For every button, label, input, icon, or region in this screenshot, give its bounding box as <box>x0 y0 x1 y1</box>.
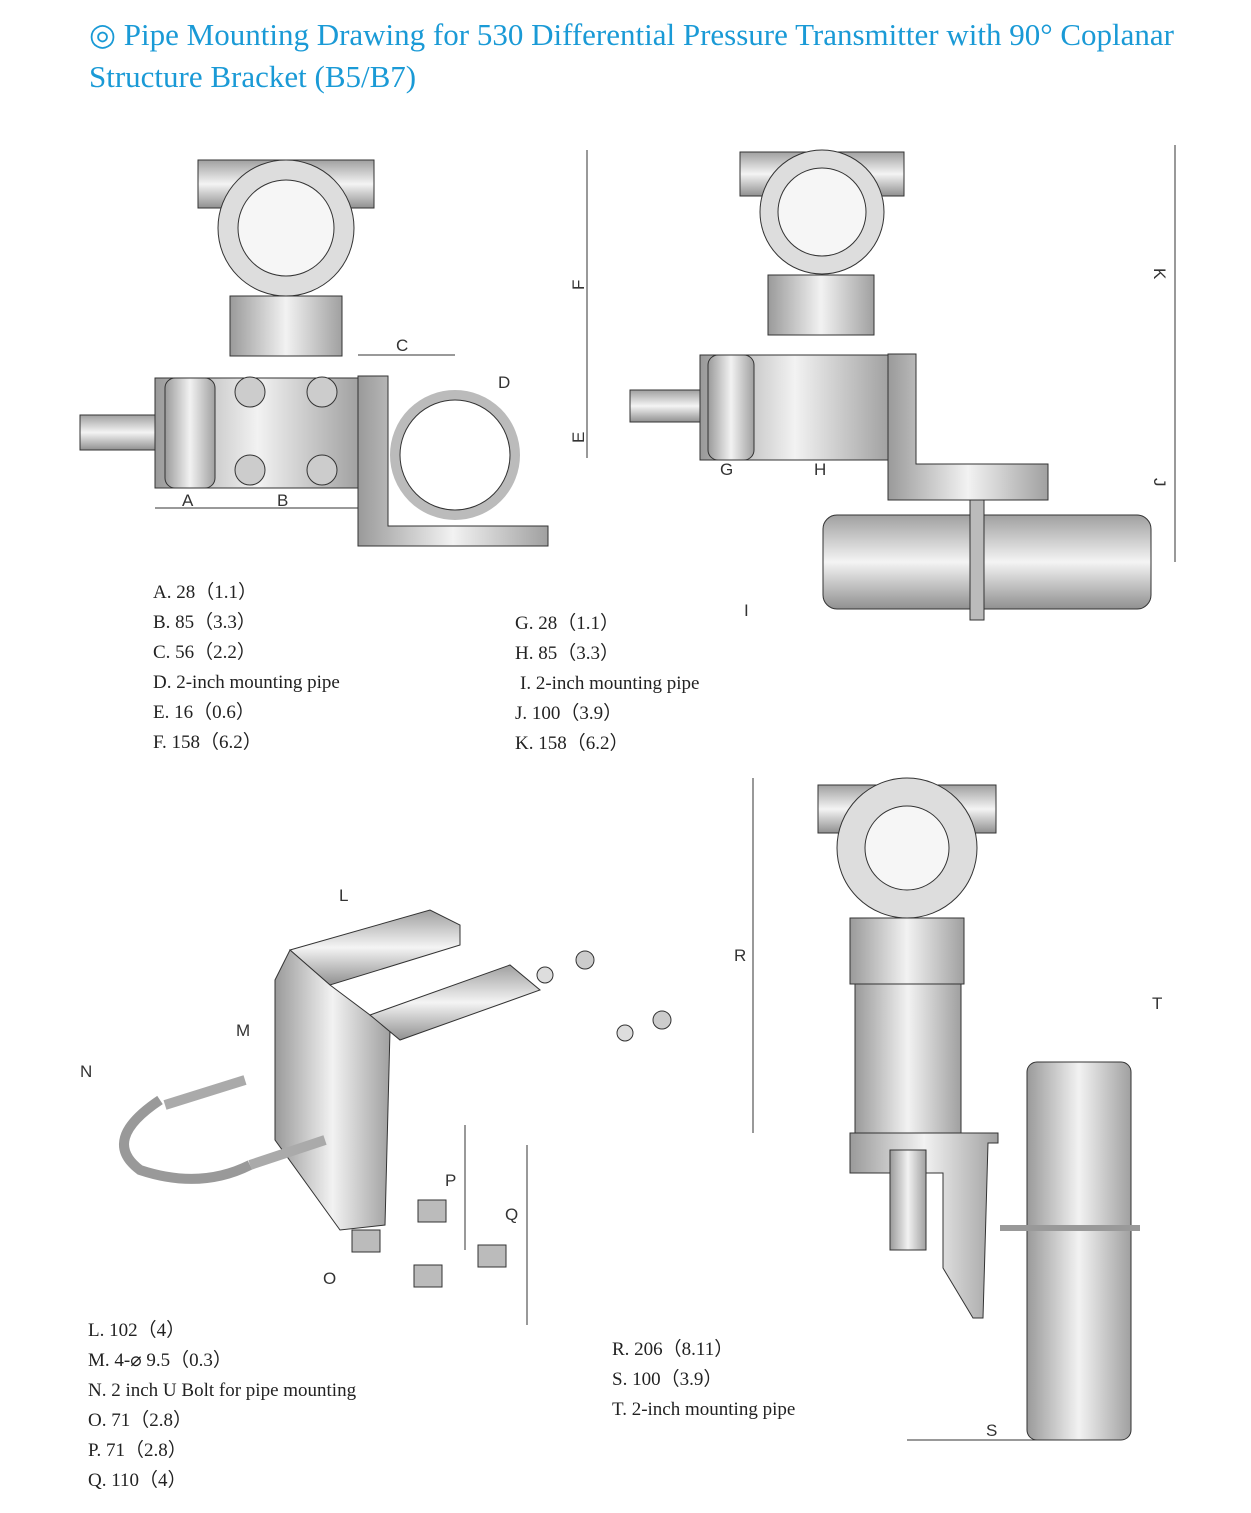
legend-item: O. 71（2.8） <box>88 1410 192 1431</box>
legend-item: I. 2-inch mounting pipe <box>520 673 700 694</box>
legend-item: L. 102（4） <box>88 1320 186 1341</box>
legend-bracket: L. 102（4） M. 4-⌀ 9.5（0.3） N. 2 inch U Bo… <box>88 1316 356 1496</box>
label-C: C <box>396 336 408 355</box>
label-K: K <box>1150 268 1169 280</box>
label-R: R <box>734 946 746 965</box>
drawing-front-view <box>629 145 1176 621</box>
label-P: P <box>445 1171 456 1190</box>
legend-item: H. 85（3.3） <box>515 643 619 664</box>
legend-item: T. 2-inch mounting pipe <box>612 1399 796 1420</box>
legend-item: A. 28（1.1） <box>153 582 257 603</box>
drawing-side-view <box>79 150 588 547</box>
label-O: O <box>323 1269 336 1288</box>
legend-item: B. 85（3.3） <box>153 612 256 633</box>
label-N: N <box>80 1062 92 1081</box>
label-Q: Q <box>505 1205 518 1224</box>
legend-item: D. 2-inch mounting pipe <box>153 672 340 693</box>
drawing-vertical-pipe <box>752 777 1140 1441</box>
label-E: E <box>569 432 588 443</box>
legend-item: C. 56（2.2） <box>153 642 256 663</box>
label-D: D <box>498 373 510 392</box>
legend-item: F. 158（6.2） <box>153 732 262 753</box>
label-M: M <box>236 1021 250 1040</box>
legend-item: G. 28（1.1） <box>515 613 619 634</box>
legend-item: P. 71（2.8） <box>88 1440 187 1461</box>
legend-item: K. 158（6.2） <box>515 733 629 754</box>
legend-item: S. 100（3.9） <box>612 1369 723 1390</box>
drawing-bracket-exploded <box>119 909 672 1325</box>
legend-front-view: G. 28（1.1） H. 85（3.3） I. 2-inch mounting… <box>515 609 699 759</box>
legend-item: M. 4-⌀ 9.5（0.3） <box>88 1350 232 1371</box>
legend-side-view: A. 28（1.1） B. 85（3.3） C. 56（2.2） D. 2-in… <box>153 578 340 758</box>
label-B: B <box>277 491 288 510</box>
legend-item: J. 100（3.9） <box>515 703 623 724</box>
label-T: T <box>1152 994 1162 1013</box>
label-S: S <box>986 1421 997 1440</box>
page-title: ◎ Pipe Mounting Drawing for 530 Differen… <box>89 17 1174 94</box>
legend-item: E. 16（0.6） <box>153 702 255 723</box>
label-I: I <box>744 601 749 620</box>
legend-item: N. 2 inch U Bolt for pipe mounting <box>88 1380 357 1401</box>
legend-item: Q. 110（4） <box>88 1470 187 1491</box>
label-A: A <box>182 491 194 510</box>
label-L: L <box>339 886 348 905</box>
label-G: G <box>720 460 733 479</box>
legend-item: R. 206（8.11） <box>612 1339 734 1360</box>
label-H: H <box>814 460 826 479</box>
label-F: F <box>569 280 588 290</box>
label-J: J <box>1150 478 1169 487</box>
legend-vertical-pipe: R. 206（8.11） S. 100（3.9） T. 2-inch mount… <box>612 1335 795 1425</box>
